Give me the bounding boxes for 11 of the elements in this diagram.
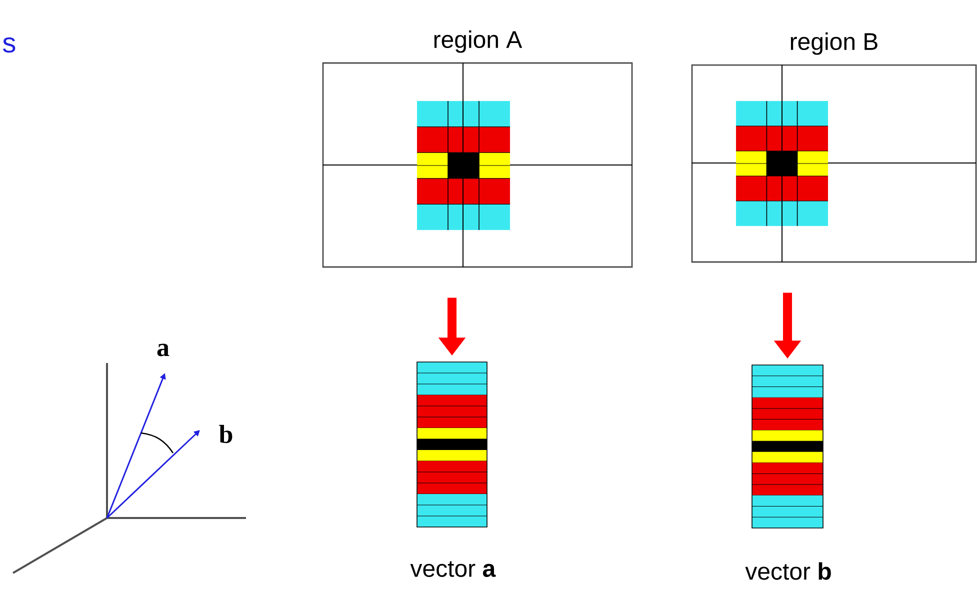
region-frame: region B bbox=[691, 32, 977, 263]
feature-vector: vector b bbox=[745, 364, 831, 580]
node-label: vector b bbox=[745, 562, 831, 580]
node-label: region A bbox=[434, 30, 522, 53]
region-frame: region A bbox=[322, 30, 633, 268]
vector-label: a bbox=[157, 344, 170, 356]
title-fragment: s bbox=[2, 37, 16, 53]
vector-label: b bbox=[219, 424, 232, 444]
node-label: vector a bbox=[410, 561, 496, 577]
node-label: region B bbox=[790, 32, 878, 55]
feature-vector: vector a bbox=[410, 362, 496, 577]
